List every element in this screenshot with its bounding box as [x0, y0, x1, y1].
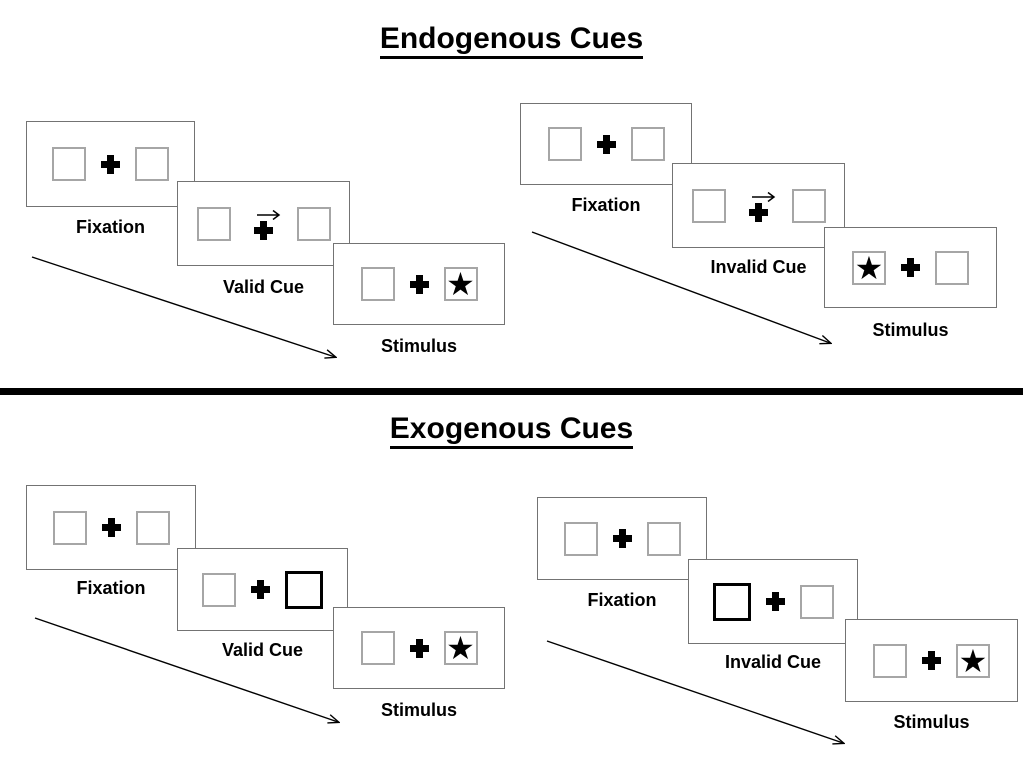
stimulus-display: ★ — [873, 642, 990, 679]
left-placeholder-square — [873, 643, 907, 678]
target-star-icon: ★ — [446, 266, 475, 302]
section-divider — [0, 388, 1023, 395]
step-label-fixation: Fixation — [587, 590, 657, 610]
target-star-icon: ★ — [446, 630, 475, 666]
section-title-exogenous: Exogenous Cues — [0, 412, 1023, 449]
left-bold-cue-square — [712, 582, 751, 621]
left-placeholder-square — [547, 127, 582, 161]
fixation-cross-icon — [251, 580, 270, 599]
fixation-cross-icon — [612, 529, 632, 548]
left-placeholder-square — [202, 572, 236, 607]
central-cue — [741, 189, 777, 222]
fixation-cross-icon — [409, 638, 429, 658]
step-label-valid-cue: Valid Cue — [221, 640, 304, 660]
valid-cue-screen — [177, 548, 348, 631]
step-label-fixation: Fixation — [571, 195, 641, 215]
stimulus-display: ★ — [360, 266, 478, 302]
fixation-display — [52, 147, 169, 181]
right-placeholder-square — [791, 188, 826, 223]
timeline-arrow — [546, 640, 855, 755]
fixation-screen — [26, 121, 195, 207]
stimulus-screen: ★ — [845, 619, 1018, 702]
right-placeholder-square — [630, 127, 665, 161]
right-target-square: ★ — [443, 266, 478, 302]
right-placeholder-square — [135, 510, 170, 545]
fixation-screen — [26, 485, 196, 570]
cue-display — [202, 570, 323, 609]
target-star-icon: ★ — [958, 642, 988, 679]
cue-display — [196, 206, 331, 241]
right-target-square: ★ — [443, 630, 478, 666]
left-target-square: ★ — [852, 249, 886, 286]
fixation-screen — [537, 497, 707, 580]
fixation-cross-icon — [409, 274, 429, 294]
fixation-cross-icon — [254, 221, 273, 240]
right-placeholder-square — [935, 250, 969, 285]
invalid-cue-screen — [688, 559, 858, 644]
section-title-text: Exogenous Cues — [389, 412, 634, 449]
fixation-screen — [520, 103, 692, 185]
step-label-fixation: Fixation — [76, 578, 146, 598]
timeline-arrow — [34, 617, 351, 734]
central-cue — [246, 207, 282, 240]
left-placeholder-square — [52, 510, 87, 545]
target-star-icon: ★ — [854, 249, 884, 286]
fixation-display — [563, 521, 681, 556]
right-placeholder-square — [799, 584, 834, 619]
stimulus-display: ★ — [852, 249, 969, 286]
right-target-square: ★ — [956, 642, 990, 679]
fixation-cross-icon — [101, 518, 121, 537]
timeline-arrow — [31, 256, 348, 369]
left-placeholder-square — [691, 188, 726, 223]
step-label-valid-cue: Valid Cue — [222, 277, 305, 297]
fixation-cross-icon — [596, 134, 616, 154]
valid-cue-screen — [177, 181, 350, 266]
stimulus-screen: ★ — [824, 227, 997, 308]
right-placeholder-square — [296, 206, 331, 241]
stimulus-screen: ★ — [333, 607, 505, 689]
left-placeholder-square — [563, 521, 598, 556]
left-placeholder-square — [196, 206, 231, 241]
cue-display — [691, 188, 826, 223]
right-bold-cue-square — [285, 570, 323, 609]
section-title-endogenous: Endogenous Cues — [0, 22, 1023, 59]
cue-display — [712, 582, 834, 621]
invalid-cue-screen — [672, 163, 845, 248]
fixation-display — [52, 510, 170, 545]
step-label-stimulus: Stimulus — [380, 700, 457, 720]
left-placeholder-square — [360, 631, 395, 665]
step-label-stimulus: Stimulus — [893, 712, 970, 732]
fixation-display — [547, 127, 665, 161]
timeline-arrow — [531, 231, 842, 355]
step-label-stimulus: Stimulus — [380, 336, 457, 356]
fixation-cross-icon — [749, 203, 768, 222]
right-placeholder-square — [646, 521, 681, 556]
fixation-cross-icon — [922, 651, 941, 670]
step-label-stimulus: Stimulus — [872, 320, 949, 340]
step-label-invalid-cue: Invalid Cue — [710, 257, 807, 277]
fixation-cross-icon — [901, 258, 920, 277]
fixation-cross-icon — [101, 154, 120, 174]
section-title-text: Endogenous Cues — [379, 22, 644, 59]
stimulus-display: ★ — [360, 630, 478, 666]
left-placeholder-square — [52, 147, 86, 181]
cue-arrow-right-icon — [751, 191, 775, 202]
right-placeholder-square — [135, 147, 169, 181]
cue-arrow-right-icon — [256, 209, 280, 220]
step-label-fixation: Fixation — [75, 217, 145, 237]
stimulus-screen: ★ — [333, 243, 505, 325]
step-label-invalid-cue: Invalid Cue — [724, 652, 822, 672]
left-placeholder-square — [360, 267, 395, 301]
fixation-cross-icon — [765, 592, 785, 611]
